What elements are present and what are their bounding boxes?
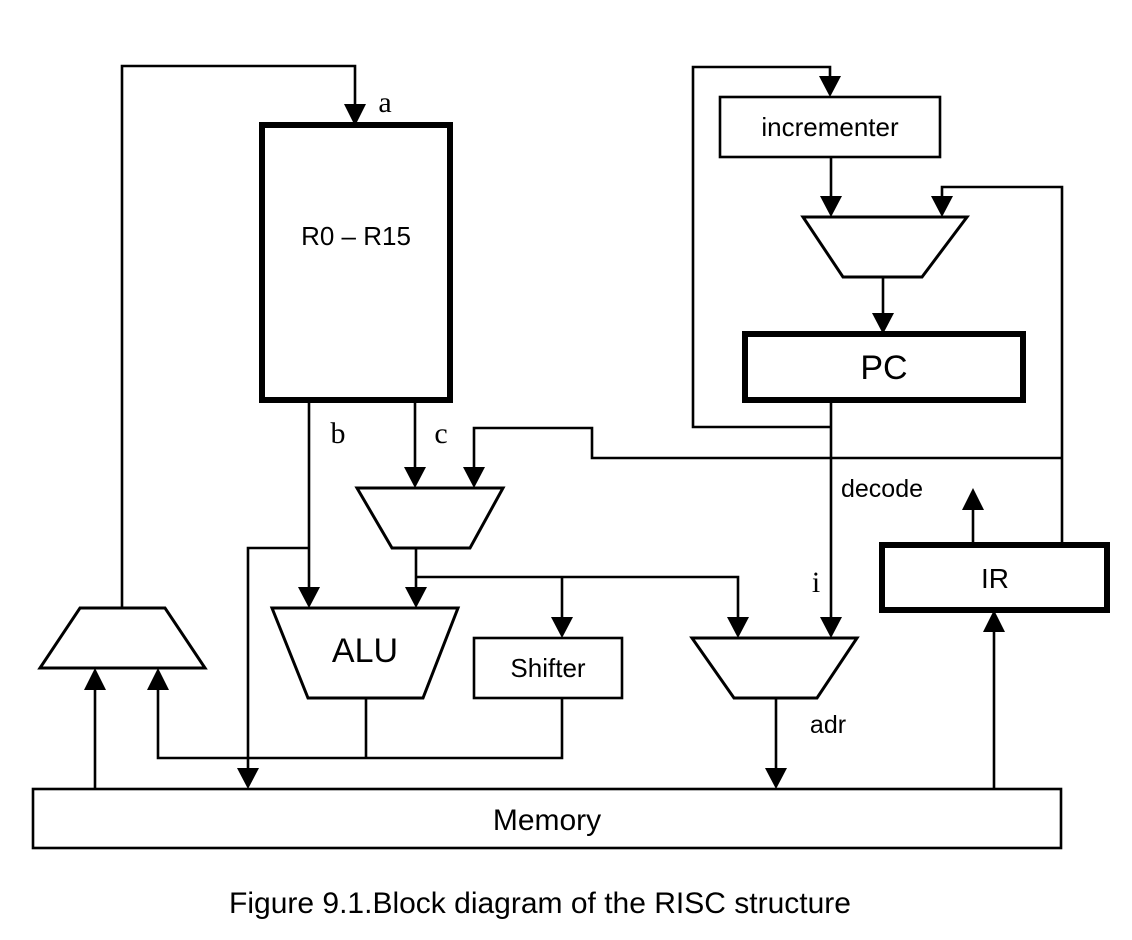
wire-writeback-a	[120, 64, 357, 608]
signal-a-label: a	[378, 86, 391, 119]
figure-caption: Figure 9.1.Block diagram of the RISC str…	[229, 887, 851, 920]
blocks	[31, 95, 1110, 850]
pc-label: PC	[860, 349, 907, 387]
pc-mux	[800, 215, 970, 279]
writeback-mux	[37, 606, 208, 670]
arrowhead-into-alu-right	[405, 587, 427, 608]
register-file-label: R0 – R15	[301, 221, 411, 251]
labels: R0 – R15 incrementer PC IR ALU Shifter M…	[229, 86, 1009, 920]
register-file-box	[259, 122, 453, 403]
arrowhead-into-ir	[983, 610, 1005, 632]
memory-label: Memory	[493, 804, 601, 837]
signal-c-label: c	[434, 417, 447, 450]
signal-i-label: i	[812, 566, 820, 599]
incrementer-label: incrementer	[761, 112, 899, 142]
arrowhead-into-incrementer	[819, 76, 841, 97]
wire-result-bus	[156, 690, 564, 760]
signal-decode-label: decode	[841, 475, 923, 503]
wire-ir-to-pc-mux	[940, 185, 1064, 545]
incrementer-box	[718, 95, 942, 159]
pc-box	[742, 331, 1026, 403]
arrowhead-into-adr-mux-left	[727, 617, 749, 638]
arrowhead-into-writeback-mux-right	[147, 668, 169, 690]
shifter-label: Shifter	[510, 653, 585, 683]
wires	[84, 64, 1064, 789]
arrowhead-into-pc-mux-right	[931, 196, 953, 217]
arrowhead-into-register-a	[344, 104, 366, 126]
signal-adr-label: adr	[810, 711, 846, 739]
arrowhead-into-adr-mux-right	[820, 617, 842, 638]
arrowhead-into-operand-mux-left	[404, 467, 426, 488]
wire-operand-bus	[416, 575, 740, 617]
ir-label: IR	[981, 563, 1009, 594]
alu-label: ALU	[332, 632, 398, 670]
wire-pc-to-incrementer	[691, 65, 832, 429]
signal-b-label: b	[331, 417, 346, 450]
arrowhead-into-pc	[872, 313, 894, 334]
adr-mux	[689, 636, 860, 700]
arrowhead-into-pc-mux-left	[820, 196, 842, 217]
arrowhead-into-shifter	[551, 617, 573, 638]
memory-box	[31, 787, 1063, 850]
arrowhead-into-operand-mux-right	[463, 467, 485, 488]
wire-b-to-memory	[246, 546, 309, 768]
shifter-box	[472, 636, 624, 700]
operand-mux	[354, 486, 506, 550]
arrowhead-into-alu-left	[298, 587, 320, 608]
arrowhead-into-writeback-mux-left	[84, 668, 106, 690]
alu-trapezoid	[269, 606, 461, 700]
ir-box	[879, 542, 1110, 613]
arrowhead-into-memory-adr	[765, 768, 787, 789]
arrowhead-into-memory-data	[237, 768, 259, 789]
arrowhead-decode-up	[962, 488, 984, 510]
wire-ir-to-operand-mux	[472, 426, 1062, 467]
